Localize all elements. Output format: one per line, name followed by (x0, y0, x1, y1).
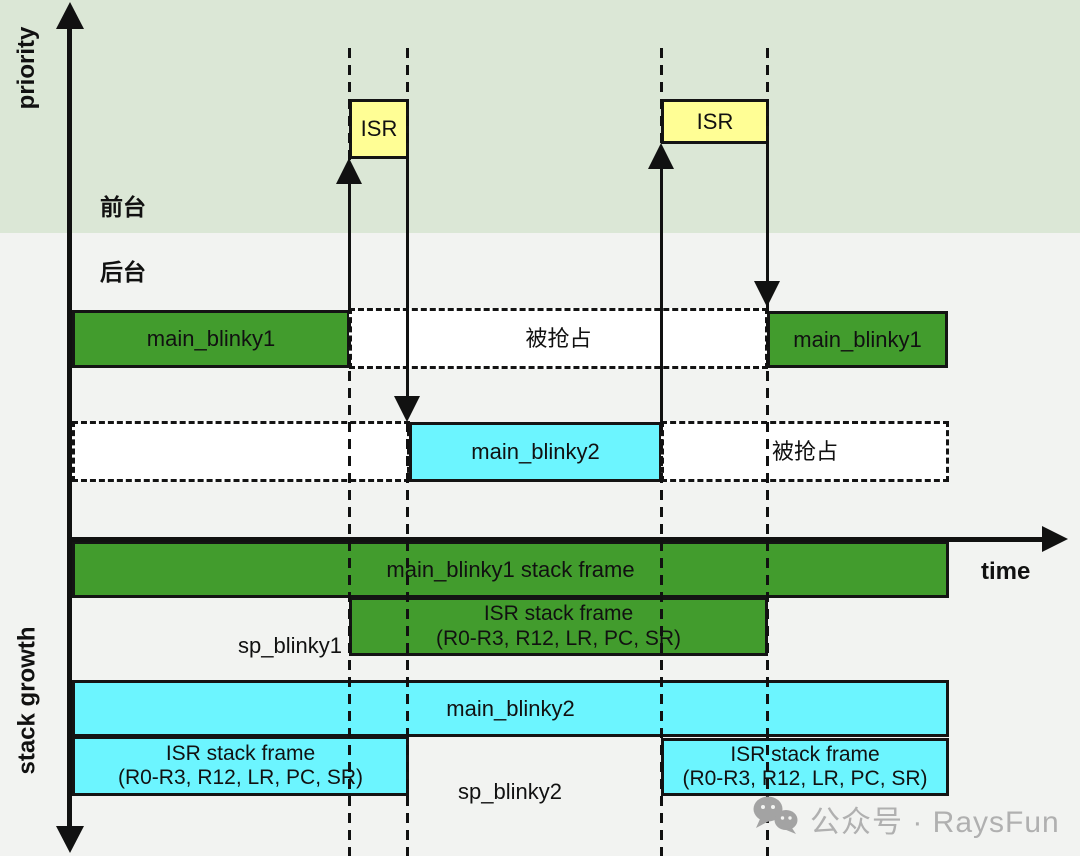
isr-stack-frame-cyan-box-2: ISR stack frame (R0-R3, R12, LR, PC, SR) (661, 738, 949, 796)
isr-stack-frame-cyan2-title: ISR stack frame (730, 742, 880, 766)
return-1-arrowhead-icon (394, 396, 420, 422)
interrupt-1-arrow (348, 180, 351, 310)
stack-growth-arrowhead-icon (56, 826, 84, 853)
return-2-arrow (766, 143, 769, 283)
isr-stack-frame-cyan1-title: ISR stack frame (165, 741, 316, 765)
isr-box-2: ISR (661, 99, 769, 144)
priority-axis-label: priority (13, 26, 40, 110)
isr-box-1: ISR (349, 99, 409, 159)
task1-preempted-box: 被抢占 (349, 308, 768, 369)
task1-running-box: main_blinky1 (72, 310, 350, 368)
priority-axis-arrowhead-icon (56, 2, 84, 29)
foreground-priority-band (0, 0, 1080, 233)
time-axis (70, 537, 1046, 542)
timeline-guide-1 (348, 48, 351, 856)
time-axis-label: time (981, 558, 1031, 585)
task2-preempted-box: 被抢占 (661, 421, 949, 482)
return-1-arrow (406, 158, 409, 398)
watermark-text: 公众号 · RaysFun (810, 806, 1060, 839)
blinky1-stack-frame-box: main_blinky1 stack frame (72, 541, 949, 598)
isr-stack-frame-green-title: ISR stack frame (483, 602, 634, 626)
foreground-label: 前台 (100, 194, 146, 220)
blinky2-stack-frame-label: main_blinky2 (446, 695, 575, 721)
watermark: 公众号 · RaysFun (752, 796, 1060, 842)
interrupt-2-arrow (660, 165, 663, 422)
isr-stack-frame-cyan-box-1: ISR stack frame (R0-R3, R12, LR, PC, SR) (72, 736, 409, 796)
task2-running-box: main_blinky2 (409, 422, 662, 482)
return-2-arrowhead-icon (754, 281, 780, 307)
vertical-axis (67, 20, 72, 832)
time-axis-arrowhead-icon (1042, 526, 1068, 552)
sp-blinky2-label: sp_blinky2 (458, 779, 562, 804)
timeline-guide-2 (406, 48, 409, 856)
background-label: 后台 (100, 259, 146, 285)
wechat-icon (752, 796, 800, 842)
interrupt-2-arrowhead-icon (648, 143, 674, 169)
task1-resumed-label: main_blinky1 (793, 326, 922, 352)
timeline-guide-4 (766, 48, 769, 856)
isr-stack-frame-green-box: ISR stack frame (R0-R3, R12, LR, PC, SR) (349, 597, 768, 656)
task2-preempted-label: 被抢占 (771, 438, 838, 464)
blinky1-stack-frame-label: main_blinky1 stack frame (386, 556, 635, 582)
interrupt-1-arrowhead-icon (336, 158, 362, 184)
stack-growth-axis-label: stack growth (13, 626, 41, 775)
isr-box-2-label: ISR (696, 108, 734, 134)
isr-stack-frame-cyan1-regs: (R0-R3, R12, LR, PC, SR) (117, 766, 364, 789)
isr-stack-frame-green-regs: (R0-R3, R12, LR, PC, SR) (435, 626, 682, 650)
isr-box-1-label: ISR (360, 116, 398, 142)
task2-running-label: main_blinky2 (471, 439, 600, 465)
task1-preempted-label: 被抢占 (525, 325, 592, 351)
task1-running-label: main_blinky1 (146, 326, 276, 352)
timeline-guide-3 (660, 48, 663, 856)
isr-stack-frame-cyan2-regs: (R0-R3, R12, LR, PC, SR) (682, 767, 928, 790)
sp-blinky1-label: sp_blinky1 (238, 633, 342, 658)
task1-resumed-box: main_blinky1 (767, 311, 948, 368)
blinky2-stack-frame-box: main_blinky2 (72, 680, 949, 737)
task2-waiting-box (72, 421, 410, 482)
